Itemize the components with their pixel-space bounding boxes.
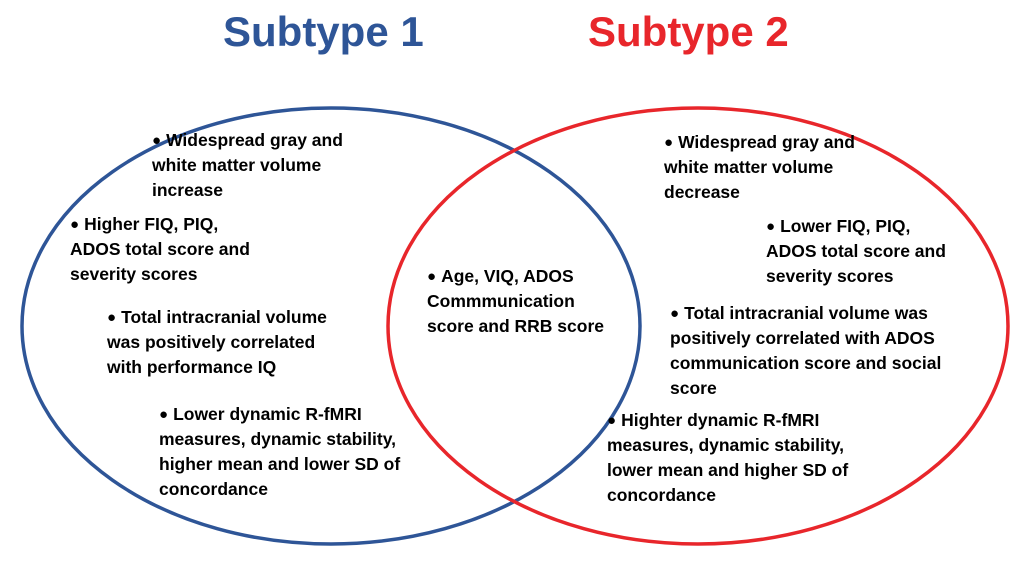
item-line: ●Total intracranial volume was bbox=[670, 303, 928, 323]
item-line: ●Lower FIQ, PIQ, bbox=[766, 216, 911, 236]
shared-item: ●Age, VIQ, ADOS Commmunication score and R… bbox=[427, 264, 604, 339]
item-line: concordance bbox=[607, 485, 716, 505]
item-line: severity scores bbox=[766, 266, 894, 286]
bullet-icon: ● bbox=[427, 268, 437, 285]
item-line: white matter volume bbox=[664, 157, 834, 177]
item-line: ●Total intracranial volume bbox=[107, 307, 327, 327]
item-line: white matter volume bbox=[152, 155, 322, 175]
item-line: ●Highter dynamic R-fMRI bbox=[607, 410, 820, 430]
item-line: ●Age, VIQ, ADOS bbox=[427, 266, 574, 286]
item-line: measures, dynamic stability, bbox=[607, 435, 845, 455]
item-line: ●Widespread gray and bbox=[152, 130, 343, 150]
item-line: increase bbox=[152, 180, 224, 200]
bullet-icon: ● bbox=[766, 218, 776, 235]
bullet-icon: ● bbox=[159, 406, 169, 423]
item-line: ●Lower dynamic R-fMRI bbox=[159, 404, 362, 424]
bullet-icon: ● bbox=[670, 305, 680, 322]
bullet-icon: ● bbox=[70, 216, 80, 233]
item-line: decrease bbox=[664, 182, 740, 202]
subtype-2-item: ●Total intracranial volume was positively… bbox=[670, 301, 941, 401]
bullet-icon: ● bbox=[607, 412, 617, 429]
item-line: higher mean and lower SD of bbox=[159, 454, 401, 474]
subtype-2-item: ●Highter dynamic R-fMRI measures, dynamic… bbox=[607, 408, 848, 508]
item-line: lower mean and higher SD of bbox=[607, 460, 849, 480]
item-line: score bbox=[670, 378, 717, 398]
subtype-1-item: ●Widespread gray and white matter volume i… bbox=[152, 128, 343, 203]
item-line: score and RRB score bbox=[427, 316, 605, 336]
subtype-1-item: ●Lower dynamic R-fMRI measures, dynamic s… bbox=[159, 402, 400, 502]
item-line: Commmunication bbox=[427, 291, 575, 311]
bullet-icon: ● bbox=[152, 132, 162, 149]
item-line: ADOS total score and bbox=[766, 241, 946, 261]
item-line: ADOS total score and bbox=[70, 239, 250, 259]
item-line: concordance bbox=[159, 479, 268, 499]
subtype-2-title: Subtype 2 bbox=[588, 8, 789, 55]
item-line: measures, dynamic stability, bbox=[159, 429, 397, 449]
subtype-1-circle bbox=[20, 106, 642, 546]
subtype-2-circle bbox=[386, 106, 1010, 546]
item-line: positively correlated with ADOS bbox=[670, 328, 935, 348]
subtype-2-item: ●Widespread gray and white matter volume d… bbox=[664, 130, 855, 205]
item-line: with performance IQ bbox=[107, 357, 277, 377]
subtype-1-item: ●Total intracranial volume was positively… bbox=[107, 305, 327, 380]
item-line: ●Widespread gray and bbox=[664, 132, 855, 152]
bullet-icon: ● bbox=[664, 134, 674, 151]
bullet-icon: ● bbox=[107, 309, 117, 326]
subtype-2-item: ●Lower FIQ, PIQ, ADOS total score and seve… bbox=[766, 214, 946, 289]
subtype-1-title: Subtype 1 bbox=[223, 8, 424, 55]
item-line: communication score and social bbox=[670, 353, 942, 373]
item-line: severity scores bbox=[70, 264, 198, 284]
item-line: was positively correlated bbox=[107, 332, 316, 352]
item-line: ●Higher FIQ, PIQ, bbox=[70, 214, 219, 234]
subtype-1-item: ●Higher FIQ, PIQ, ADOS total score and sev… bbox=[70, 212, 250, 287]
